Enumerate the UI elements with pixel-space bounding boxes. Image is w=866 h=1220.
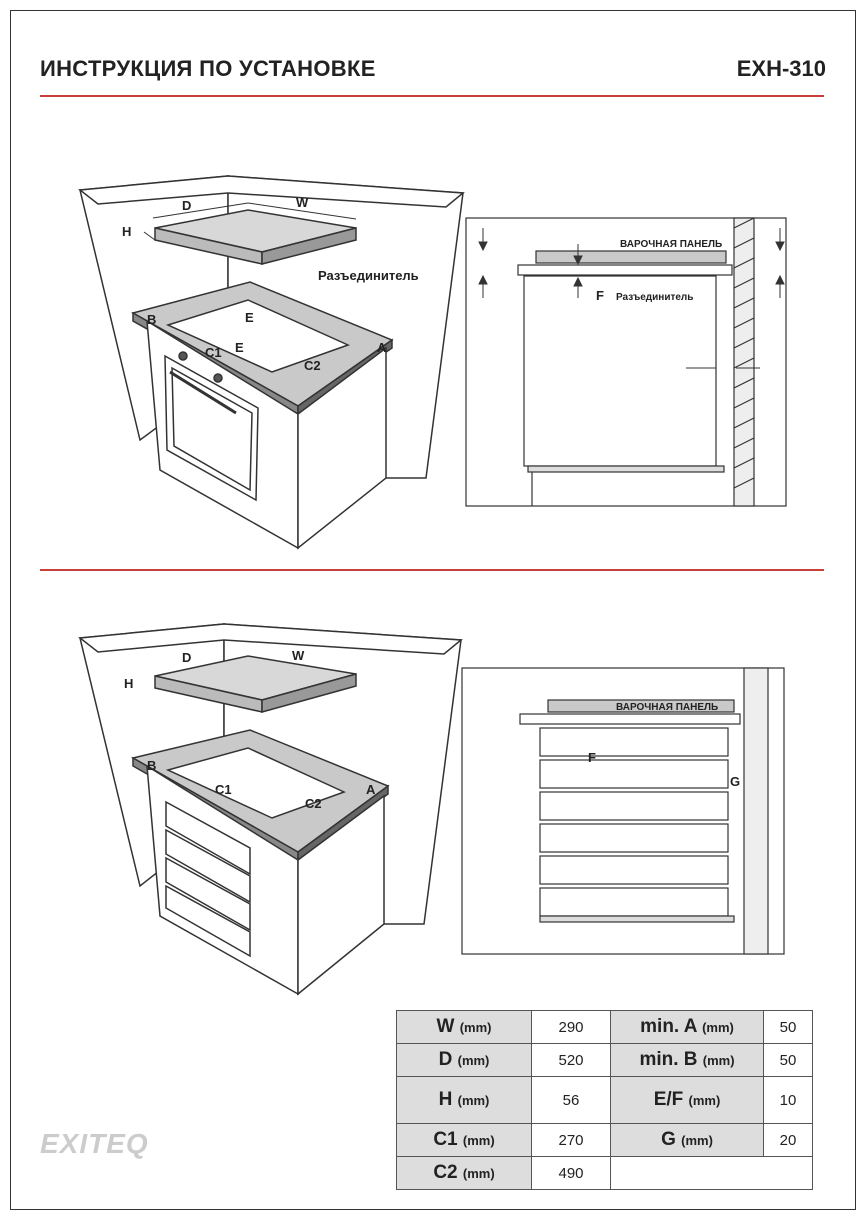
label-panel-bottom: ВАРОЧНАЯ ПАНЕЛЬ <box>616 702 718 713</box>
label-c1-bottom: C1 <box>215 782 232 797</box>
page-title: ИНСТРУКЦИЯ ПО УСТАНОВКЕ <box>40 56 376 81</box>
label-panel-top: ВАРОЧНАЯ ПАНЕЛЬ <box>620 239 722 250</box>
label-w: W <box>296 195 309 210</box>
label-w-bottom: W <box>292 648 305 663</box>
table-row: H (mm) 56 E/F (mm) 10 <box>396 1076 813 1124</box>
label-h: H <box>122 224 131 239</box>
label-d-bottom: D <box>182 650 191 665</box>
label-a-bottom: A <box>366 782 376 797</box>
label-d: D <box>182 198 191 213</box>
label-b: B <box>147 312 156 327</box>
label-disconnector-section: Разъединитель <box>616 292 693 303</box>
label-c1: C1 <box>205 345 222 360</box>
label-f-bottom: F <box>588 750 596 765</box>
table-row: W (mm) 290 min. A (mm) 50 <box>396 1010 813 1044</box>
brand-logo: EXITEQ <box>40 1128 149 1159</box>
top-rule <box>40 95 824 97</box>
label-e: E <box>235 340 244 355</box>
label-c2-bottom: C2 <box>305 796 322 811</box>
label-disconnector: Разъединитель <box>318 268 419 283</box>
middle-rule <box>40 569 824 571</box>
model-number: EXH-310 <box>736 56 826 81</box>
label-f-top: F <box>596 288 604 303</box>
label-a: A <box>377 340 387 355</box>
label-e-top: E <box>245 310 254 325</box>
label-c2: C2 <box>304 358 321 373</box>
table-row: C2 (mm) 490 <box>396 1156 813 1190</box>
label-h-bottom: H <box>124 676 133 691</box>
table-row: C1 (mm) 270 G (mm) 20 <box>396 1123 813 1157</box>
label-b-bottom: B <box>147 758 156 773</box>
label-g: G <box>730 774 740 789</box>
table-row: D (mm) 520 min. B (mm) 50 <box>396 1043 813 1077</box>
dimensions-table: W (mm) 290 min. A (mm) 50 D (mm) 520 min… <box>396 1010 813 1190</box>
page-frame <box>10 10 856 1210</box>
